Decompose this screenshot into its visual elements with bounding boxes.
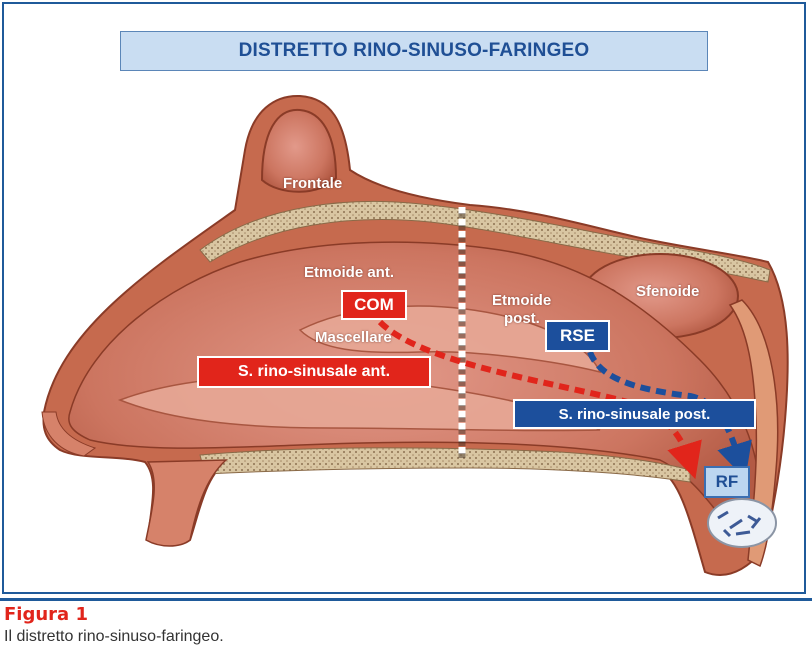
com-box: COM xyxy=(341,290,407,320)
label-mascellare: Mascellare xyxy=(315,329,392,346)
adenoid-icon xyxy=(708,499,776,547)
label-sfenoide: Sfenoide xyxy=(636,283,699,300)
rino-sinusale-post-box: S. rino-sinusale post. xyxy=(513,399,756,429)
rino-sinusale-ant-box: S. rino-sinusale ant. xyxy=(197,356,431,388)
upper-lip xyxy=(146,460,226,546)
caption-rule xyxy=(0,598,812,601)
figure-caption: Il distretto rino-sinuso-faringeo. xyxy=(4,628,224,646)
label-etmoide-ant: Etmoide ant. xyxy=(304,264,394,281)
rf-box: RF xyxy=(704,466,750,498)
label-etmoide-post-2: post. xyxy=(504,310,540,327)
label-etmoide-post-1: Etmoide xyxy=(492,292,551,309)
figure-label: Figura 1 xyxy=(4,604,88,625)
label-frontale: Frontale xyxy=(283,175,342,192)
rse-box: RSE xyxy=(545,320,610,352)
